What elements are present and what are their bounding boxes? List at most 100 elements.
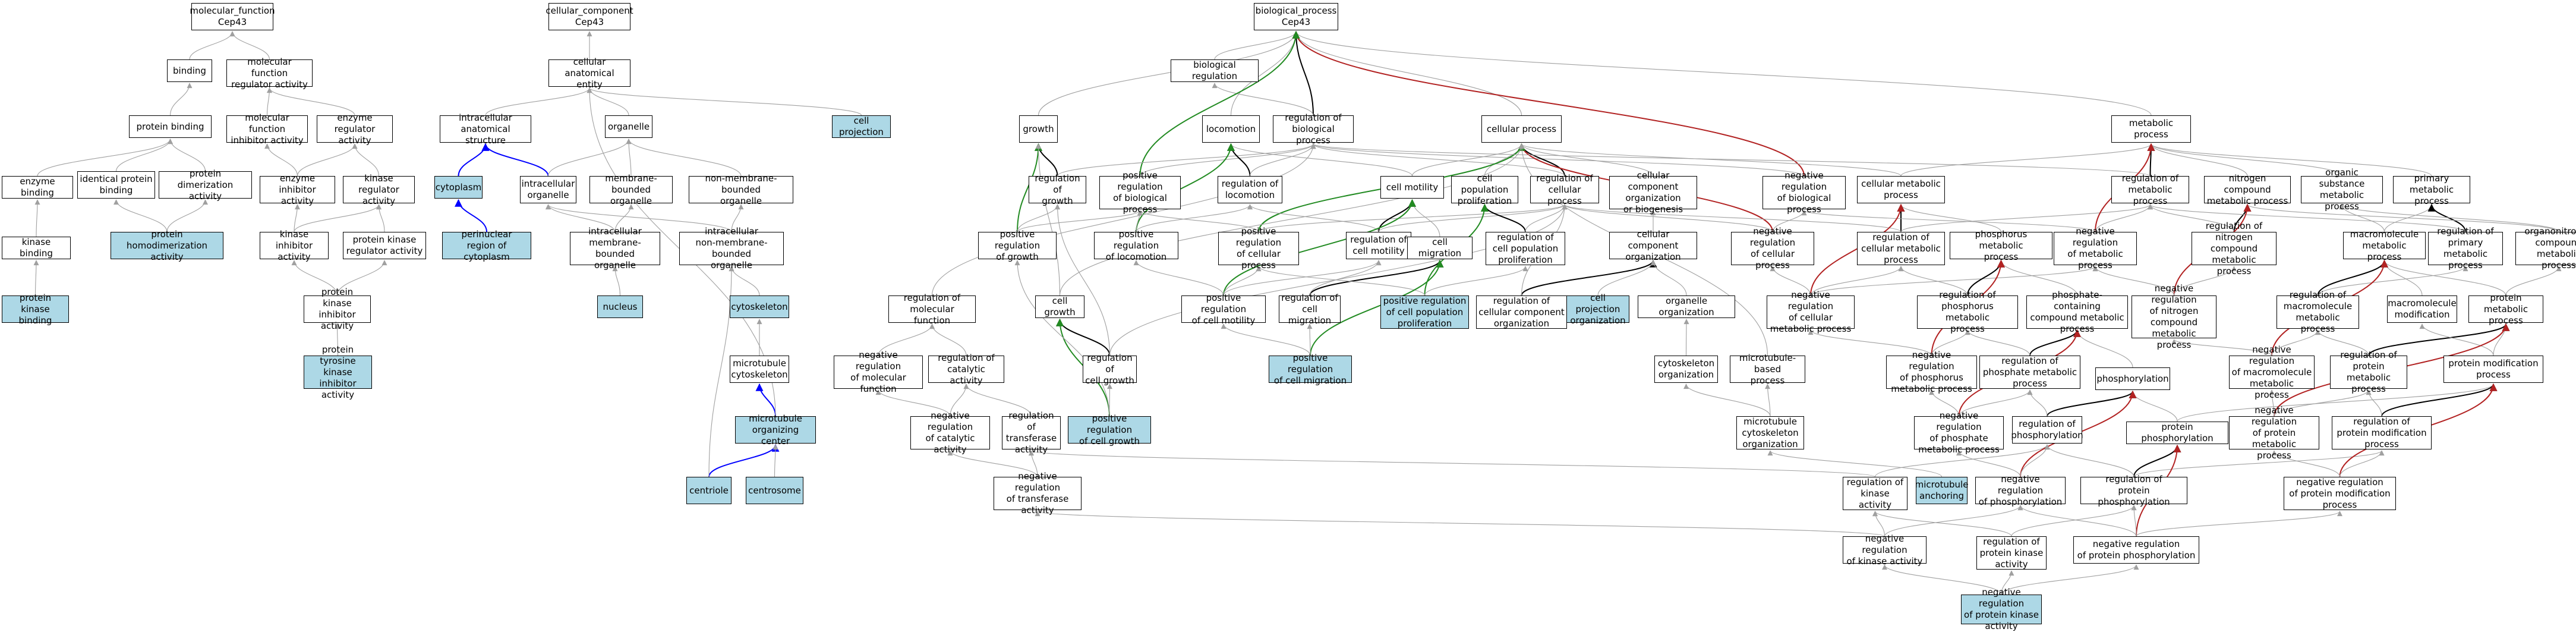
term-node-reg-phosphorylation[interactable]: regulation of phosphorylation [2011,416,2083,444]
term-node-pos-reg-growth[interactable]: positive regulation of growth [978,229,1057,262]
term-node-cc[interactable]: cellular_component Cep43 [546,3,633,30]
term-node-cell-migration[interactable]: cell migration [1407,237,1473,259]
term-node-reg-cell-pop-prolif[interactable]: regulation of cell population proliferat… [1486,232,1565,265]
term-node-reg-protein-metabolic[interactable]: regulation of protein metabolic process [2330,350,2407,394]
term-node-protein-modification[interactable]: protein modification process [2443,356,2543,383]
term-node-phosphorus-metabolic[interactable]: phosphorus metabolic process [1950,229,2052,262]
term-node-protein-kinase-regulator[interactable]: protein kinase regulator activity [343,232,426,259]
term-node-organic-substance[interactable]: organic substance metabolic process [2301,167,2383,212]
term-node-neg-reg-metabolic[interactable]: negative regulation of metabolic process [2054,226,2137,271]
term-node-protein-kinase-binding[interactable]: protein kinase binding [2,293,69,326]
term-node-neg-reg-protein-metabolic[interactable]: negative regulation of protein metabolic… [2229,405,2319,461]
term-node-perinuclear[interactable]: perinuclear region of cytoplasm [442,229,531,262]
term-node-neg-reg-cellular-metabolic[interactable]: negative regulation of cellular metaboli… [1767,290,1855,334]
term-node-mt-cytoskeleton-org[interactable]: microtubule cytoskeleton organization [1736,416,1804,449]
term-node-pos-reg-cell-migration[interactable]: positive regulation of cell migration [1269,353,1352,386]
term-node-cytoskeleton-org[interactable]: cytoskeleton organization [1654,356,1718,383]
term-node-non-membrane-bounded[interactable]: non-membrane-bounded organelle [689,173,793,206]
term-node-cell-pop-prolif[interactable]: cell population proliferation [1451,173,1518,206]
term-node-cell-motility[interactable]: cell motility [1380,176,1444,199]
term-node-reg-growth[interactable]: regulation of growth [1029,173,1086,206]
term-node-bio-reg[interactable]: biological regulation [1171,59,1259,82]
term-node-intra-mbo[interactable]: intracellular membrane-bounded organelle [570,226,660,271]
term-node-reg-bp[interactable]: regulation of biological process [1273,112,1354,146]
term-node-reg-phosphorus[interactable]: regulation of phosphorus metabolic proce… [1917,290,2018,334]
term-node-protein-homodimerization[interactable]: protein homodimerization activity [111,229,223,262]
term-node-cc-org-biogenesis[interactable]: cellular component organization or bioge… [1609,170,1697,215]
term-node-pos-reg-cell-pop[interactable]: positive regulation of cell population p… [1380,295,1469,329]
term-node-neg-reg-protein-phosphorylation[interactable]: negative regulation of protein phosphory… [2073,536,2199,564]
term-node-cell-projection[interactable]: cell projection [832,115,891,138]
term-node-growth[interactable]: growth [1019,115,1058,143]
term-node-protein-dimerization[interactable]: protein dimerization activity [159,168,252,202]
term-node-reg-cell-growth[interactable]: regulation of cell growth [1083,353,1137,386]
term-node-reg-phosphate[interactable]: regulation of phosphate metabolic proces… [1979,356,2080,389]
term-node-intra-nmbo[interactable]: intracellular non-membrane-bounded organ… [679,226,784,271]
term-node-kinase-inhibitor[interactable]: kinase inhibitor activity [260,229,329,262]
term-node-pos-reg-cell-growth[interactable]: positive regulation of cell growth [1068,413,1151,447]
term-node-neg-reg-mol-function[interactable]: negative regulation of molecular functio… [834,350,923,394]
term-node-pos-reg-bp[interactable]: positive regulation of biological proces… [1099,170,1181,215]
term-node-mtoc[interactable]: microtubule organizing center [735,413,816,447]
term-node-reg-primary[interactable]: regulation of primary metabolic process [2428,226,2503,271]
term-node-protein-tyrosine-kinase-inhibitor[interactable]: protein tyrosine kinase inhibitor activi… [304,344,372,400]
term-node-neg-reg-macromolecule[interactable]: negative regulation of macromolecule met… [2229,344,2315,400]
term-node-neg-reg-bp[interactable]: negative regulation of biological proces… [1762,170,1846,215]
term-node-cc-organization[interactable]: cellular component organization [1609,229,1697,262]
term-node-reg-cp[interactable]: regulation of cellular process [1530,173,1599,206]
term-node-nucleus[interactable]: nucleus [597,295,643,318]
term-node-reg-kinase-activity[interactable]: regulation of kinase activity [1843,477,1907,510]
term-node-reg-locomotion[interactable]: regulation of locomotion [1218,176,1282,203]
term-node-primary-metabolic[interactable]: primary metabolic process [2393,173,2470,206]
term-node-reg-protein-phosphorylation[interactable]: regulation of protein phosphorylation [2080,474,2187,507]
term-node-phosphate-containing[interactable]: phosphate-containing compound metabolic … [2026,290,2128,334]
term-node-reg-cell-motility[interactable]: regulation of cell motility [1346,232,1411,259]
term-node-protein-metabolic[interactable]: protein metabolic process [2468,293,2543,326]
term-node-reg-macromolecule[interactable]: regulation of macromolecule metabolic pr… [2277,290,2359,334]
term-node-cytoskeleton[interactable]: cytoskeleton [730,295,789,318]
term-node-cellular-metabolic[interactable]: cellular metabolic process [1857,176,1945,203]
term-node-kinase-binding[interactable]: kinase binding [2,237,71,259]
term-node-cae[interactable]: cellular anatomical entity [548,56,630,90]
term-node-locomotion[interactable]: locomotion [1202,115,1260,143]
term-node-binding[interactable]: binding [167,59,212,82]
term-node-pos-reg-locomotion[interactable]: positive regulation of locomotion [1094,229,1178,262]
term-node-bp[interactable]: biological_process Cep43 [1254,3,1338,30]
term-node-neg-reg-catalytic[interactable]: negative regulation of catalytic activit… [910,410,990,455]
term-node-protein-phosphorylation[interactable]: protein phosphorylation [2126,422,2228,444]
term-node-reg-transferase[interactable]: regulation of transferase activity [1002,410,1061,455]
term-node-centrosome[interactable]: centrosome [746,477,803,504]
term-node-organelle[interactable]: organelle [605,115,652,138]
term-node-neg-reg-protein-modification[interactable]: negative regulation of protein modificat… [2284,477,2396,510]
term-node-mf-regulator[interactable]: molecular function regulator activity [226,56,313,90]
term-node-nitrogen-compound[interactable]: nitrogen compound metabolic process [2204,173,2291,206]
term-node-neg-reg-kinase[interactable]: negative regulation of kinase activity [1843,533,1927,567]
term-node-reg-nitrogen[interactable]: regulation of nitrogen compound metaboli… [2192,221,2277,276]
term-node-reg-protein-modification[interactable]: regulation of protein modification proce… [2332,416,2432,449]
term-node-reg-cellular-metabolic[interactable]: regulation of cellular metabolic process [1857,232,1945,265]
term-node-macromolecule-mod[interactable]: macromolecule modification [2387,295,2457,323]
term-node-neg-reg-phosphorus[interactable]: negative regulation of phosphorus metabo… [1886,350,1977,394]
term-node-neg-reg-protein-kinase[interactable]: negative regulation of protein kinase ac… [1961,587,2042,631]
term-node-cellular-process[interactable]: cellular process [1481,115,1562,143]
term-node-reg-catalytic[interactable]: regulation of catalytic activity [928,353,1004,386]
term-node-neg-reg-nitrogen[interactable]: negative regulation of nitrogen compound… [2132,283,2216,350]
term-node-membrane-bounded[interactable]: membrane-bounded organelle [589,173,673,206]
term-node-neg-reg-phosphate[interactable]: negative regulation of phosphate metabol… [1914,410,2004,455]
term-node-neg-reg-cp[interactable]: negative regulation of cellular process [1731,226,1814,271]
term-node-phosphorylation[interactable]: phosphorylation [2095,367,2170,390]
term-node-pos-reg-cell-motility[interactable]: positive regulation of cell motility [1181,293,1266,326]
term-node-protein-kinase-inhibitor[interactable]: protein kinase inhibitor activity [304,287,371,331]
term-node-ias[interactable]: intracellular anatomical structure [440,112,531,146]
term-node-macromolecule-metabolic[interactable]: macromolecule metabolic process [2343,229,2426,262]
term-node-enzyme-inhibitor[interactable]: enzyme inhibitor activity [260,173,335,206]
term-node-centriole[interactable]: centriole [686,477,732,504]
term-node-reg-protein-kinase[interactable]: regulation of protein kinase activity [1976,536,2047,570]
term-node-metabolic-process[interactable]: metabolic process [2111,115,2191,143]
term-node-reg-cell-migration[interactable]: regulation of cell migration [1279,293,1341,326]
term-node-mf[interactable]: molecular_function Cep43 [190,3,275,30]
term-node-reg-mol-function[interactable]: regulation of molecular function [888,293,976,326]
term-node-organonitrogen[interactable]: organonitrogen compound metabolic proces… [2515,226,2576,271]
term-node-mf-inhibitor[interactable]: molecular function inhibitor activity [226,112,308,146]
term-node-enzyme-binding[interactable]: enzyme binding [2,176,73,199]
